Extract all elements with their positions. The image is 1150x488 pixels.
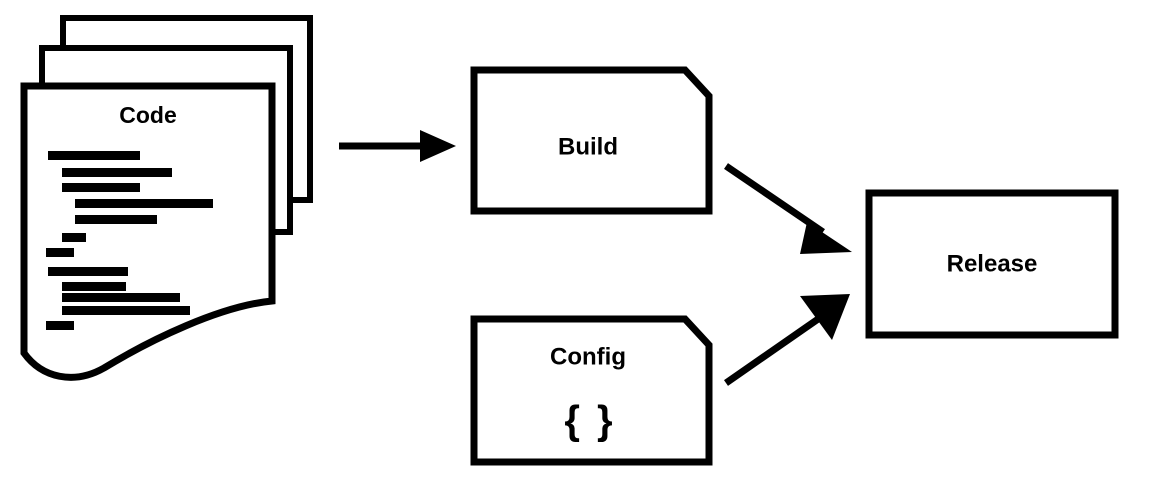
arrow-shaft [724,163,825,235]
code-line [75,199,213,208]
arrow-head [800,294,850,340]
code-line [62,293,180,302]
arrow-code-to-build[interactable] [339,130,456,162]
code-line [46,321,74,330]
release-shape [865,189,1119,339]
code-label: Code [119,102,177,128]
code-line-group [46,151,213,330]
config-shape [470,315,713,466]
config-node[interactable]: Config { } [470,315,713,466]
code-line [62,168,172,177]
code-document-stack[interactable]: Code [20,15,313,381]
arrow-shaft [724,314,823,386]
config-label: Config [550,343,626,370]
code-line [62,183,140,192]
code-line [46,248,74,257]
release-label: Release [947,250,1038,277]
arrow-build-to-release[interactable] [724,163,852,254]
arrow-head [420,130,456,162]
code-line [62,233,86,242]
code-line [62,282,126,291]
config-braces-label: { } [564,399,615,443]
code-line [48,151,140,160]
release-node[interactable]: Release [865,189,1119,339]
code-line [62,306,190,315]
code-line [48,267,128,276]
arrow-head [800,222,852,254]
build-node[interactable]: Build [470,66,713,215]
arrow-config-to-release[interactable] [724,294,850,386]
build-label: Build [558,133,618,160]
code-line [75,215,157,224]
code-page-front [20,82,276,381]
build-shape [470,66,713,215]
